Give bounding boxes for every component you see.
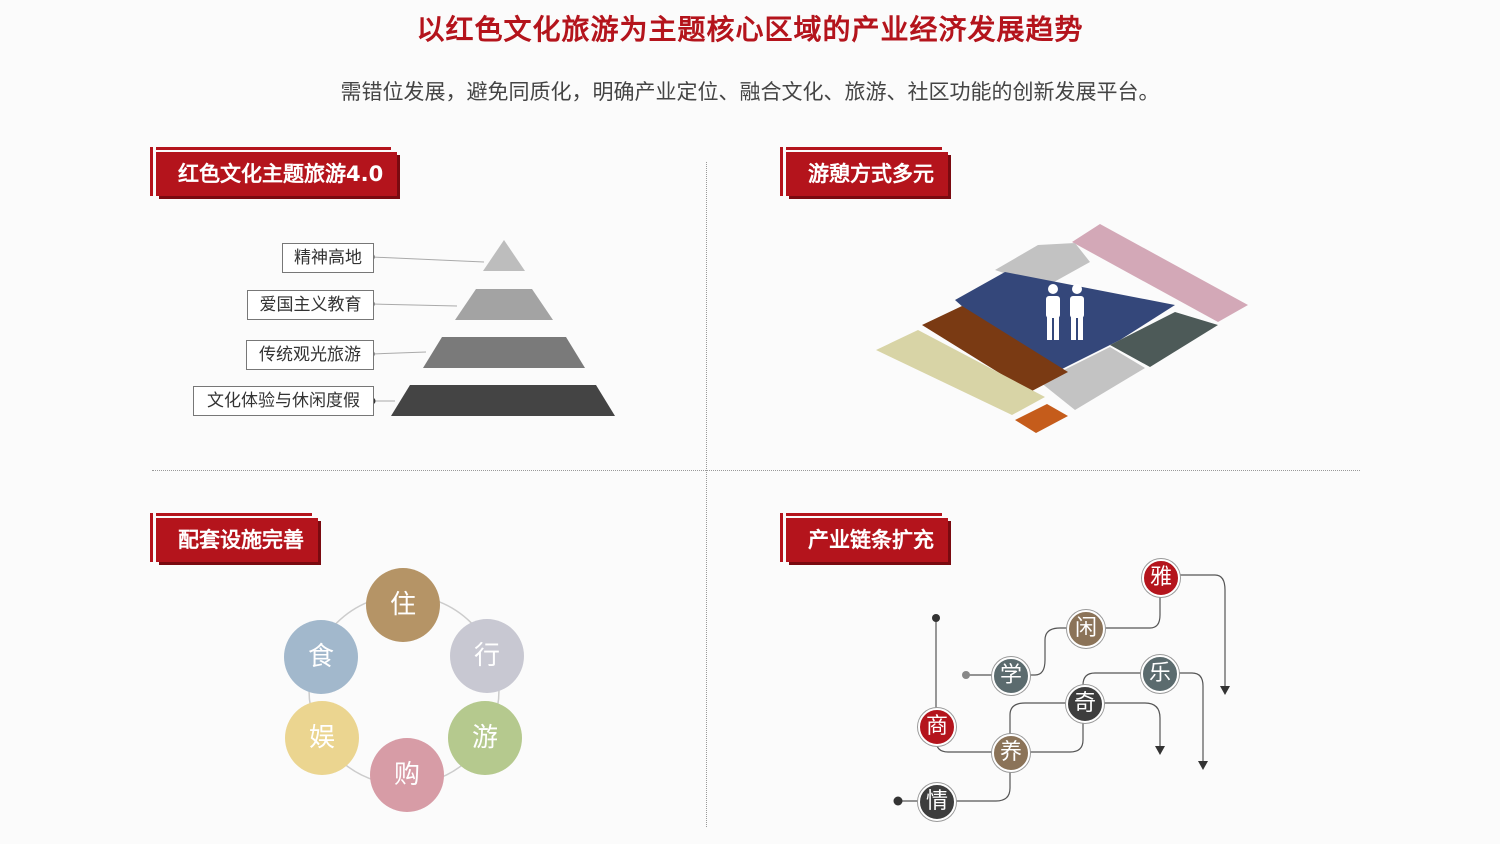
- page-title: 以红色文化旅游为主题核心区域的产业经济发展趋势: [416, 13, 1084, 46]
- people-icon: [1046, 284, 1084, 340]
- pyramid-label-1: 精神高地: [282, 243, 374, 273]
- pyramid-label-2: 爱国主义教育: [247, 290, 374, 320]
- node-le: 乐: [1141, 655, 1179, 693]
- section-tag-red-tourism: 红色文化主题旅游4.0: [149, 147, 398, 196]
- block-navy: [955, 272, 1175, 370]
- circle-xing: 行: [450, 619, 524, 693]
- pyramid-label-4: 文化体验与休闲度假: [193, 386, 374, 416]
- horizontal-divider: [152, 470, 1360, 471]
- block-brown: [922, 306, 1068, 392]
- node-qing: 情: [918, 783, 956, 821]
- block-cream: [876, 330, 1045, 415]
- section-tag-industry-chain: 产业链条扩充: [780, 513, 948, 562]
- node-shang: 商: [918, 708, 956, 746]
- pyramid-tier-1: [483, 240, 525, 271]
- block-orange: [1015, 404, 1068, 433]
- pyramid-tier-2: [455, 289, 553, 320]
- vertical-divider: [706, 162, 707, 827]
- block-pink: [1072, 224, 1248, 322]
- page-subtitle: 需错位发展，避免同质化，明确产业定位、融合文化、旅游、社区功能的创新发展平台。: [340, 80, 1160, 104]
- section-tag-facilities: 配套设施完善: [150, 513, 318, 562]
- pyramid-label-3: 传统观光旅游: [246, 340, 374, 370]
- node-ya: 雅: [1142, 559, 1180, 597]
- circle-shi: 食: [284, 620, 358, 694]
- block-slate: [1110, 312, 1218, 367]
- circle-you: 游: [448, 701, 522, 775]
- node-xian: 闲: [1067, 610, 1105, 648]
- circle-zhu: 住: [366, 568, 440, 642]
- pyramid-tier-4: [391, 385, 615, 416]
- block-gray-bottom: [1040, 347, 1145, 410]
- pyramid-tier-3: [423, 337, 585, 368]
- section-tag-recreation: 游憩方式多元: [780, 147, 948, 196]
- node-qi: 奇: [1066, 685, 1104, 723]
- circle-yu: 娱: [285, 701, 359, 775]
- node-xue: 学: [992, 657, 1030, 695]
- circle-gou: 购: [370, 738, 444, 812]
- node-yang: 养: [992, 734, 1030, 772]
